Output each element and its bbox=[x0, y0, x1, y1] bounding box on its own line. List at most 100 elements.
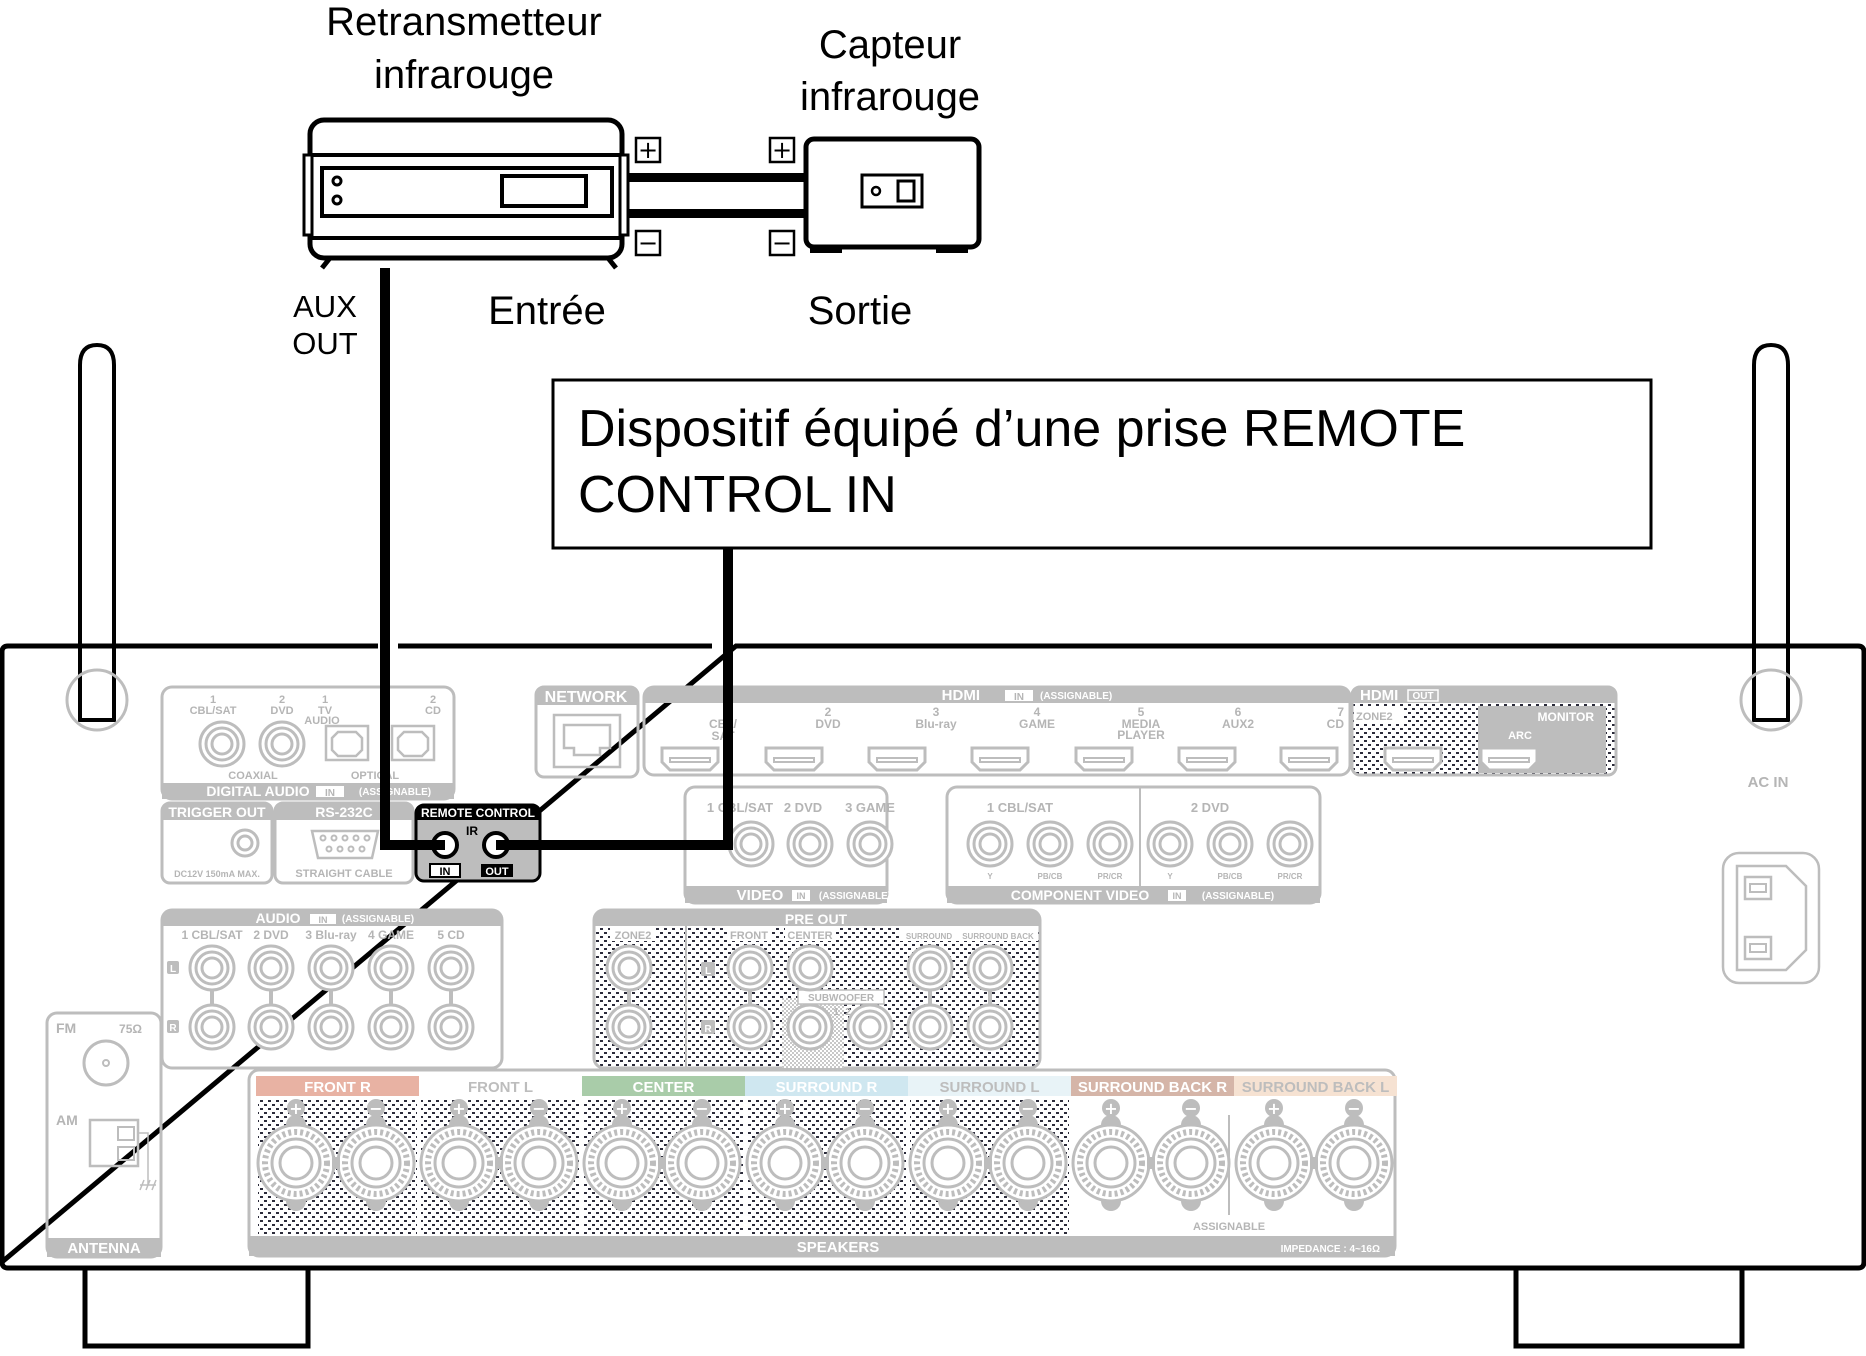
svg-text:IN: IN bbox=[1173, 891, 1182, 901]
svg-text:−: − bbox=[369, 1099, 382, 1118]
svg-text:OPTICAL: OPTICAL bbox=[351, 770, 400, 782]
svg-text:+: + bbox=[1267, 1099, 1280, 1118]
svg-text:ZONE2: ZONE2 bbox=[1356, 711, 1393, 723]
svg-text:3 GAME: 3 GAME bbox=[845, 800, 895, 815]
svg-text:+: + bbox=[941, 1099, 954, 1118]
ir-out-plug bbox=[496, 840, 546, 850]
output-label: Sortie bbox=[808, 289, 913, 333]
aux-out-label-line1: AUX bbox=[293, 289, 357, 324]
svg-text:COMPONENT VIDEO: COMPONENT VIDEO bbox=[1011, 887, 1150, 903]
svg-text:SURROUND BACK: SURROUND BACK bbox=[962, 932, 1034, 941]
hdmi-out-section: HDMI OUT ZONE2 MONITOR ARC bbox=[1350, 685, 1618, 777]
svg-text:R: R bbox=[704, 1024, 712, 1035]
svg-text:+: + bbox=[778, 1099, 791, 1118]
svg-text:−: − bbox=[858, 1099, 871, 1118]
speaker-terminal-front-l: FRONT L+− bbox=[419, 1076, 582, 1234]
ac-in-section: AC IN bbox=[1721, 774, 1821, 985]
svg-text:1 CBL/SAT: 1 CBL/SAT bbox=[987, 800, 1053, 815]
hdmi-in-section: HDMI IN (ASSIGNABLE) CBL/ SAT 2 DVD 3 Bl… bbox=[642, 685, 1352, 777]
ir-retransmitter-title-line2: infrarouge bbox=[374, 53, 554, 97]
speakers-section: SPEAKERS IMPEDANCE : 4~16Ω ASSIGNABLE FR… bbox=[247, 1068, 1397, 1258]
svg-text:−: − bbox=[1021, 1099, 1034, 1118]
minus-terminal-icon: − bbox=[634, 229, 662, 257]
input-label: Entrée bbox=[488, 289, 606, 333]
svg-text:ZONE2: ZONE2 bbox=[615, 930, 652, 942]
svg-text:HDMI: HDMI bbox=[942, 687, 980, 704]
svg-text:Blu-ray: Blu-ray bbox=[915, 717, 957, 731]
speaker-channel-label: FRONT R bbox=[304, 1079, 371, 1096]
svg-text:(ASSIGNABLE): (ASSIGNABLE) bbox=[359, 787, 431, 798]
network-port: NETWORK bbox=[534, 685, 640, 779]
av-receiver bbox=[0, 342, 1866, 1349]
antenna-left-icon bbox=[65, 342, 129, 732]
callout-line1: Dispositif équipé d’une prise REMOTE bbox=[578, 400, 1465, 458]
svg-text:3: 3 bbox=[933, 705, 940, 719]
ir-retransmitter-device bbox=[302, 117, 630, 270]
ir-retransmitter-title-line1: Retransmetteur bbox=[326, 0, 602, 44]
svg-text:+: + bbox=[772, 136, 792, 164]
svg-text:TV: TV bbox=[318, 705, 333, 717]
svg-text:VIDEO: VIDEO bbox=[737, 887, 784, 904]
svg-text:HDMI: HDMI bbox=[1360, 687, 1398, 704]
svg-text:PR/CR: PR/CR bbox=[1098, 872, 1123, 881]
svg-text:R: R bbox=[169, 1023, 177, 1034]
cable-ir-out-to-device bbox=[492, 548, 733, 850]
svg-text:PR/CR: PR/CR bbox=[1278, 872, 1303, 881]
ir-cable-bottom bbox=[628, 209, 806, 218]
svg-text:2: 2 bbox=[845, 1007, 851, 1018]
svg-text:FM: FM bbox=[56, 1020, 76, 1036]
speaker-terminal-center: CENTER+− bbox=[582, 1076, 745, 1234]
svg-text:75Ω: 75Ω bbox=[119, 1022, 142, 1036]
svg-text:AUX2: AUX2 bbox=[1222, 717, 1254, 731]
svg-text:L: L bbox=[705, 966, 711, 977]
svg-text:NETWORK: NETWORK bbox=[545, 689, 628, 706]
svg-text:IN: IN bbox=[325, 788, 335, 799]
aux-out-label-line2: OUT bbox=[292, 326, 358, 361]
svg-text:−: − bbox=[772, 229, 792, 257]
svg-text:6: 6 bbox=[1235, 705, 1242, 719]
audio-in-section: AUDIO IN (ASSIGNABLE) 1 CBL/SAT 2 DVD 3 … bbox=[160, 908, 504, 1070]
svg-text:(ASSIGNABLE): (ASSIGNABLE) bbox=[1202, 891, 1274, 902]
antenna-section: FM 75Ω AM ANTENNA bbox=[45, 1011, 163, 1259]
svg-text:1: 1 bbox=[322, 694, 328, 706]
speaker-terminal-surround-r: SURROUND R + − bbox=[745, 1076, 908, 1234]
svg-text:−: − bbox=[1184, 1099, 1197, 1118]
svg-text:−: − bbox=[532, 1099, 545, 1118]
svg-text:AUDIO: AUDIO bbox=[304, 715, 340, 727]
svg-text:FRONT: FRONT bbox=[730, 930, 768, 942]
speaker-channel-label: SURROUND L bbox=[940, 1079, 1040, 1096]
svg-text:PB/CB: PB/CB bbox=[1038, 872, 1063, 881]
svg-text:+: + bbox=[289, 1099, 302, 1118]
positive-terminal-icon bbox=[1236, 1115, 1312, 1211]
svg-text:−: − bbox=[1347, 1099, 1360, 1118]
negative-terminal-icon bbox=[1316, 1115, 1392, 1211]
svg-text:AM: AM bbox=[56, 1112, 78, 1128]
svg-text:(ASSIGNABLE): (ASSIGNABLE) bbox=[819, 891, 891, 902]
svg-text:+: + bbox=[638, 136, 658, 164]
speaker-channel-label: CENTER bbox=[633, 1079, 695, 1096]
svg-text:GAME: GAME bbox=[1019, 717, 1055, 731]
svg-text:DIGITAL AUDIO: DIGITAL AUDIO bbox=[206, 783, 309, 799]
svg-text:CBL/SAT: CBL/SAT bbox=[190, 705, 237, 717]
svg-text:DVD: DVD bbox=[270, 705, 293, 717]
digital-audio-section: 1 CBL/SAT 2 DVD 1 TV AUDIO 2 CD COAXIAL … bbox=[160, 685, 456, 801]
video-in-section: 1 CBL/SAT 2 DVD 3 GAME VIDEO IN (ASSIGNA… bbox=[683, 785, 895, 905]
svg-text:5: 5 bbox=[1138, 705, 1145, 719]
svg-text:4 GAME: 4 GAME bbox=[368, 928, 414, 942]
svg-text:SUBWOOFER: SUBWOOFER bbox=[808, 993, 875, 1004]
speaker-terminal-surround-l: SURROUND L + − bbox=[908, 1076, 1071, 1234]
svg-text:7: 7 bbox=[1337, 705, 1344, 719]
svg-text:TRIGGER OUT: TRIGGER OUT bbox=[168, 804, 266, 820]
svg-text:CD: CD bbox=[1327, 717, 1345, 731]
ir-sensor-title-line1: Capteur bbox=[819, 23, 961, 67]
svg-text:Y: Y bbox=[987, 872, 993, 881]
svg-text:IMPEDANCE : 4~16Ω: IMPEDANCE : 4~16Ω bbox=[1281, 1244, 1380, 1255]
ir-cable-top bbox=[628, 173, 806, 182]
svg-text:1: 1 bbox=[833, 1007, 839, 1018]
pre-out-section: PRE OUT ZONE2 FRONT CENTER SURROUND SURR… bbox=[592, 908, 1042, 1070]
svg-text:2 DVD: 2 DVD bbox=[784, 800, 822, 815]
speaker-channel-label: SURROUND R bbox=[776, 1079, 878, 1096]
svg-text:OUT: OUT bbox=[1412, 691, 1433, 702]
svg-text:5 CD: 5 CD bbox=[437, 928, 465, 942]
svg-text:REMOTE CONTROL: REMOTE CONTROL bbox=[421, 806, 535, 820]
